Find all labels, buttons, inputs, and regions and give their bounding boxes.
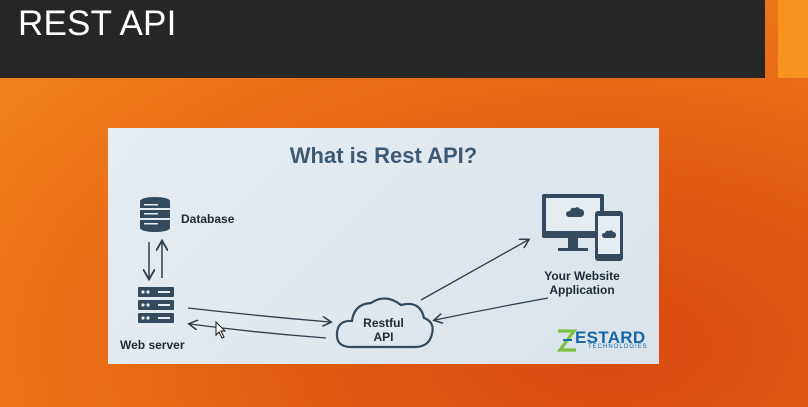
device-icon [542,194,623,261]
logo-mark-icon [556,329,578,352]
logo-subtitle: TECHNOLOGIES [588,344,648,350]
cloud-icon [335,297,434,349]
slide-image: What is Rest API? [108,128,659,364]
company-logo: ESTARD TECHNOLOGIES [558,326,658,354]
web-server-label: Web server [120,338,185,352]
title-bar: REST API [0,0,765,78]
restful-api-line2: API [373,330,394,344]
mouse-cursor-icon [215,320,227,339]
your-website-line2: Application [549,283,615,297]
accent-block [778,0,808,78]
db-server-arrows [149,242,162,278]
restful-api-line1: Restful [363,316,404,330]
database-label: Database [181,212,235,226]
server-api-arrows [188,307,330,339]
server-icon [138,287,174,323]
diagram [138,194,623,352]
api-app-arrows [420,240,549,320]
page-title: REST API [18,4,177,43]
database-icon [140,197,170,232]
your-website-label: Your Website Application [532,269,632,297]
slide-heading: What is Rest API? [289,143,478,168]
restful-api-label: Restful API [356,316,411,344]
your-website-line1: Your Website [544,269,620,283]
logo-wordmark: ESTARD [575,328,646,347]
